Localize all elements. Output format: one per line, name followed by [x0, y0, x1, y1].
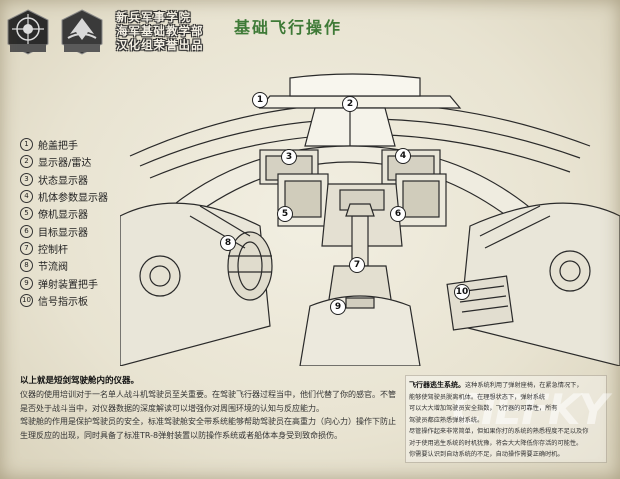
- watermark-logo: CIEFKY: [452, 385, 609, 434]
- callout-8: 8: [220, 235, 236, 251]
- callout-4: 4: [395, 148, 411, 164]
- legend-label: 节流阀: [38, 262, 68, 274]
- callout-5: 5: [277, 206, 293, 222]
- page-title: 基础飞行操作: [234, 18, 343, 37]
- legend-number: 4: [20, 190, 33, 204]
- callout-2: 2: [342, 96, 358, 112]
- studio-line: 新兵军事学院: [116, 10, 191, 24]
- escape-line: 可以大大增加驾驶员安全指数，飞行器的可靠性，所有: [409, 405, 558, 412]
- legend-item: 4 机体参数显示器: [20, 188, 130, 205]
- intro-heading: 以上就是短剑驾驶舱内的仪器。: [20, 376, 140, 386]
- legend-item: 9 弹射装置把手: [20, 274, 130, 291]
- legend-label: 状态显示器: [38, 175, 88, 187]
- callout-10: 10: [454, 284, 470, 300]
- intro-line: 是否处于战斗当中，对仪器数据的深度解读可以增强你对周围环境的认知与反应能力。: [20, 403, 324, 413]
- escape-line: 能够使驾驶员脱离机体。在理想状态下，弹射系统: [409, 393, 546, 401]
- escape-line: 尽管操作起来非常简单，但如果你打的系统的熟悉程度不足以及你: [409, 428, 589, 435]
- legend-number: 3: [20, 172, 33, 186]
- component-legend: 1 舱盖把手 2 显示器/雷达 3 状态显示器 4 机体参数显示器 5 僚机显示器 6 目标…: [20, 136, 130, 309]
- escape-system-panel: [405, 375, 607, 463]
- intro-paragraph: 仪器的使用培训对于一名单人战斗机驾驶员至关重要。在驾驶飞行器过程当中，他们代替了…: [20, 388, 398, 442]
- escape-line: 对于使用逃生系统的时机犹豫，将会大大降低你存活的可能性。: [409, 439, 583, 447]
- legend-number: 5: [20, 207, 33, 221]
- legend-item: 10 信号指示板: [20, 292, 130, 309]
- intro-line: 仪器的使用培训对于一名单人战斗机驾驶员至关重要。在驾驶飞行器过程当中，他们代替了…: [20, 390, 396, 399]
- legend-item: 6 目标显示器: [20, 222, 130, 239]
- escape-system-text: 飞行器逃生系统。这种系统利用了弹射座椅，在紧急情况下， 能够使驾驶员脱离机体。在…: [409, 380, 605, 461]
- studio-line: 海军基础教学部: [116, 24, 204, 38]
- legend-number: 2: [20, 155, 33, 169]
- legend-item: 2 显示器/雷达: [20, 153, 130, 170]
- legend-item: 7 控制杆: [20, 240, 130, 257]
- escape-line: 这种系统利用了弹射座椅，在紧急情况下，: [465, 382, 583, 389]
- legend-label: 显示器/雷达: [38, 158, 92, 170]
- escape-heading: 飞行器逃生系统。: [409, 381, 465, 389]
- callout-1: 1: [252, 92, 268, 108]
- legend-label: 舱盖把手: [38, 141, 78, 153]
- callout-9: 9: [330, 299, 346, 315]
- academy-emblem-icon: [7, 9, 49, 55]
- legend-number: 10: [20, 293, 33, 307]
- callout-3: 3: [281, 149, 297, 165]
- legend-item: 1 舱盖把手: [20, 136, 130, 153]
- legend-label: 机体参数显示器: [38, 193, 108, 205]
- legend-number: 8: [20, 259, 33, 273]
- studio-credit: 新兵军事学院 海军基础教学部 汉化组荣誉出品: [116, 10, 226, 52]
- legend-label: 弹射装置把手: [38, 279, 98, 291]
- cockpit-illustration: [120, 73, 620, 366]
- legend-label: 僚机显示器: [38, 210, 88, 222]
- legend-item: 8 节流阀: [20, 257, 130, 274]
- legend-label: 控制杆: [38, 244, 68, 256]
- legend-label: 信号指示板: [38, 296, 88, 308]
- escape-line: 驾驶员都应熟悉弹射系统。: [409, 416, 484, 424]
- legend-number: 7: [20, 241, 33, 255]
- legend-number: 1: [20, 138, 33, 152]
- intro-line: 生理反应的出现，同时具备了标准TR-8弹射装置以防操作系统或者船体本身受到致命损…: [20, 430, 343, 440]
- escape-line: 你需要认识到自动系统的不足，自动操作需要正确时机。: [409, 451, 564, 458]
- legend-label: 目标显示器: [38, 227, 88, 239]
- callout-7: 7: [349, 257, 365, 273]
- navy-emblem-icon: [61, 9, 103, 55]
- studio-line: 汉化组荣誉出品: [116, 38, 204, 52]
- legend-item: 5 僚机显示器: [20, 205, 130, 222]
- legend-number: 6: [20, 224, 33, 238]
- legend-item: 3 状态显示器: [20, 171, 130, 188]
- legend-number: 9: [20, 276, 33, 290]
- callout-6: 6: [390, 206, 406, 222]
- intro-line: 驾驶舱的作用是保护驾驶员的安全，标准驾驶舱安全带系统能够帮助驾驶员在高重力（向心…: [20, 417, 396, 426]
